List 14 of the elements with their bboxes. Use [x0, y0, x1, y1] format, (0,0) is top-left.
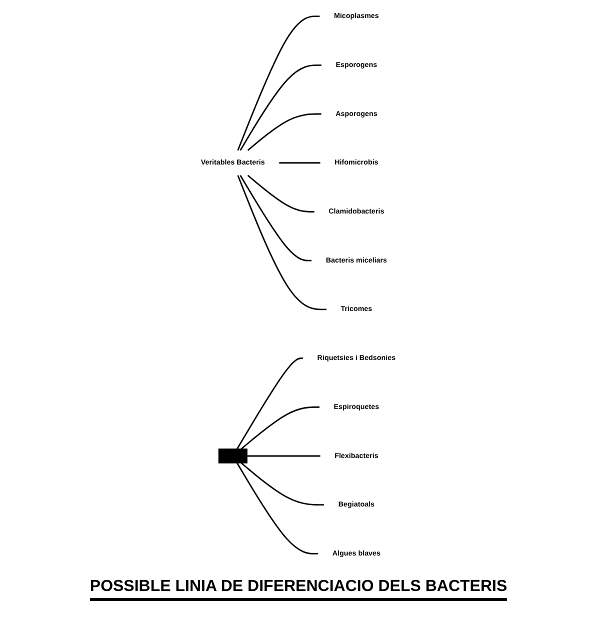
connector: [241, 406, 320, 450]
connector: [279, 162, 321, 164]
connector: [236, 358, 304, 450]
node-bar: [218, 448, 248, 464]
connector: [248, 113, 322, 151]
connector: [237, 175, 327, 310]
connector: [248, 174, 315, 212]
connector: [240, 64, 322, 151]
connector: [237, 16, 320, 151]
connector: [247, 455, 321, 457]
diagram-title: POSSIBLE LINIA DE DIFERENCIACIO DELS BACTERIS: [90, 578, 508, 601]
connector: [236, 462, 318, 554]
connector: [241, 462, 324, 506]
connector: [240, 175, 312, 262]
